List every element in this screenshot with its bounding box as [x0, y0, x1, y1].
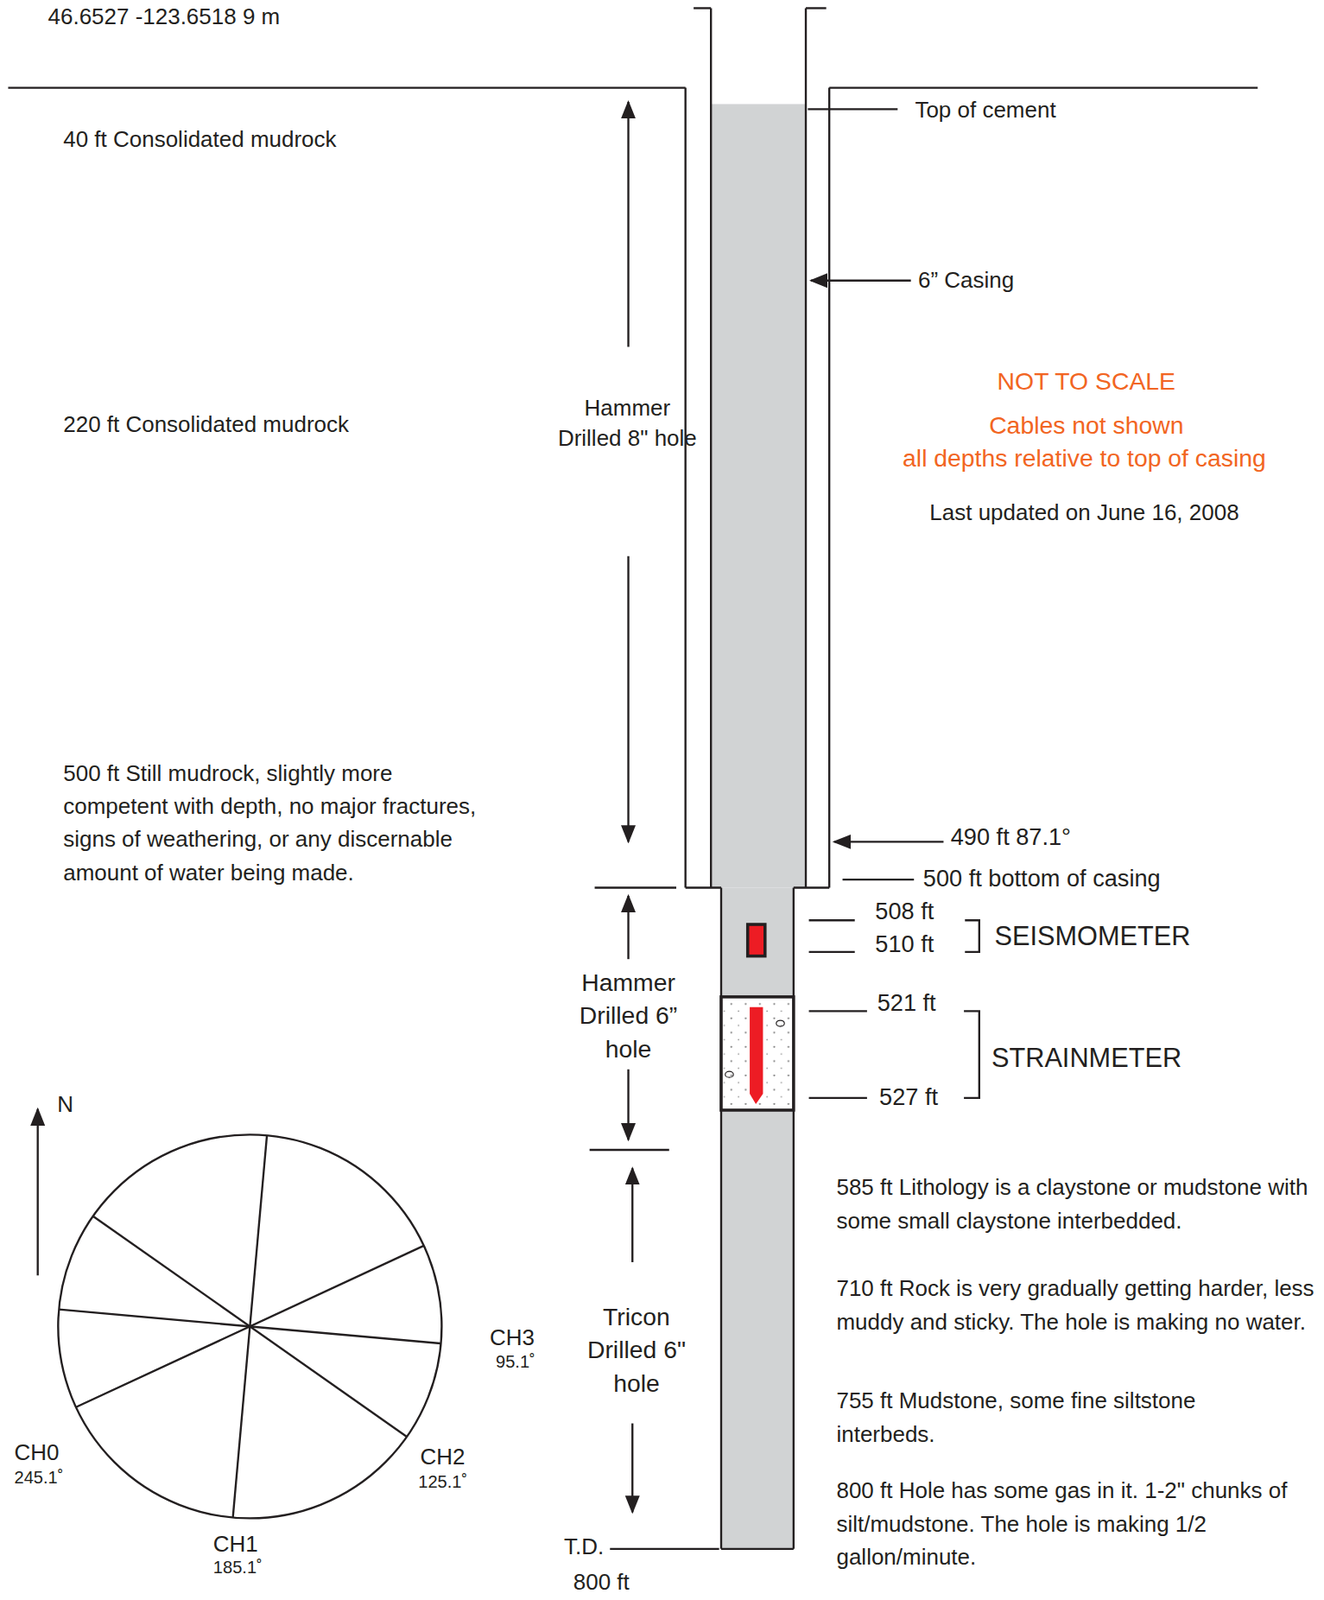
coordinates: 46.6527 -123.6518 9 m: [48, 4, 281, 32]
total-depth: T.D.: [563, 1533, 604, 1560]
lithology-note: 755 ft Mudstone, some fine siltstone int…: [836, 1384, 1286, 1451]
channel-label: CH2: [420, 1443, 466, 1470]
channel-angle: 245.1˚: [14, 1468, 64, 1489]
channel-angle: 125.1˚: [418, 1471, 468, 1493]
depth-label: 510 ft: [874, 930, 934, 958]
interval-label: Tricon Drilled 6" hole: [564, 1300, 708, 1401]
instrument-label: STRAINMETER: [991, 1042, 1182, 1074]
channel-angle: 95.1˚: [495, 1351, 536, 1373]
warning-note: Cables not shown: [918, 411, 1255, 440]
warning-note: NOT TO SCALE: [918, 367, 1255, 396]
depth-note: 220 ft Consolidated mudrock: [63, 411, 349, 438]
warning-note: all depths relative to top of casing: [877, 443, 1293, 473]
depth-label: 527 ft: [879, 1083, 938, 1111]
leader-label: 6” Casing: [918, 266, 1014, 294]
channel-label: CH3: [489, 1324, 535, 1351]
instrument-label: SEISMOMETER: [994, 919, 1191, 951]
depth-note: 40 ft Consolidated mudrock: [63, 126, 336, 153]
lithology-note: 585 ft Lithology is a claystone or mudst…: [836, 1171, 1316, 1238]
interval-label: Hammer Drilled 8" hole: [551, 392, 704, 456]
depth-label: 490 ft 87.1°: [950, 823, 1071, 851]
lithology-note: 800 ft Hole has some gas in it. 1-2" chu…: [836, 1474, 1316, 1574]
channel-angle: 185.1˚: [213, 1557, 263, 1578]
update-note: Last updated on June 16, 2008: [897, 500, 1271, 527]
total-depth: 800 ft: [573, 1568, 630, 1596]
leader-label: Top of cement: [914, 96, 1056, 124]
depth-label: 508 ft: [874, 897, 934, 925]
depth-note: 500 ft Still mudrock, slightly more comp…: [63, 756, 502, 890]
depth-label: 500 ft bottom of casing: [923, 865, 1161, 894]
lithology-note: 710 ft Rock is very gradually getting ha…: [836, 1272, 1316, 1339]
channel-label: CH0: [14, 1438, 60, 1466]
depth-label: 521 ft: [877, 989, 937, 1018]
interval-label: Hammer Drilled 6” hole: [562, 965, 696, 1065]
north-arrow-label: N: [57, 1091, 74, 1119]
channel-label: CH1: [213, 1531, 259, 1559]
